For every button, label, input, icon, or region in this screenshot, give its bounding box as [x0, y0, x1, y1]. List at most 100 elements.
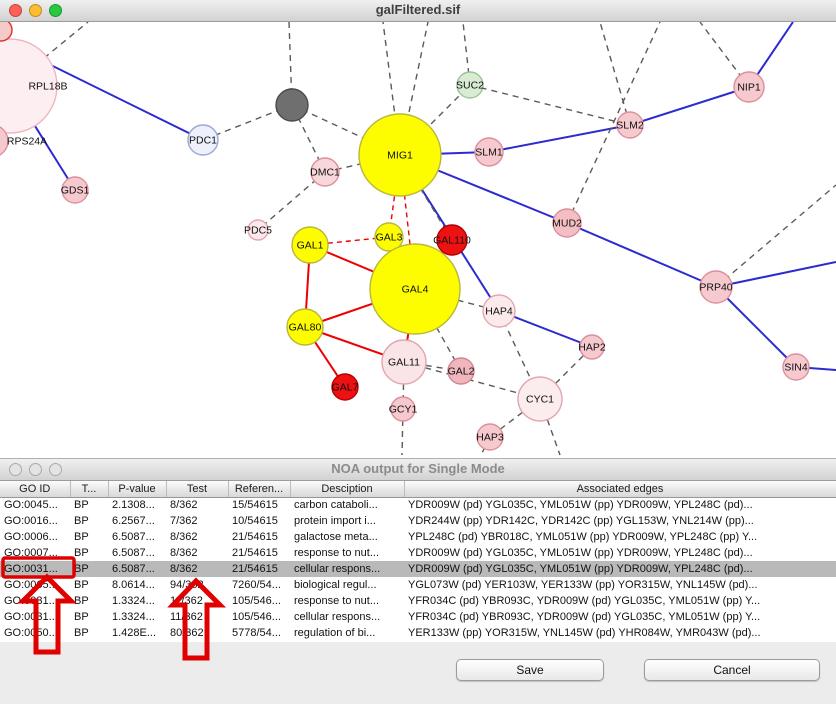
column-header[interactable]: Referen... [228, 481, 291, 498]
network-window-titlebar[interactable]: galFiltered.sif [0, 0, 836, 22]
graph-node-dark1[interactable] [275, 88, 309, 122]
table-cell: YGL073W (pd) YER103W, YER133W (pp) YOR31… [408, 579, 758, 591]
table-cell: response to nut... [294, 595, 379, 607]
graph-node-gal110[interactable] [436, 224, 468, 256]
graph-edge[interactable] [715, 261, 836, 288]
column-header[interactable]: Desciption [290, 481, 405, 498]
table-cell: YFR034C (pd) YBR093C, YDR009W (pd) YGL03… [408, 611, 761, 623]
save-button[interactable]: Save [456, 659, 604, 681]
table-cell: YDR009W (pd) YGL035C, YML051W (pp) YDR00… [408, 499, 753, 512]
graph-node-label-gal80: GAL80 [289, 322, 322, 334]
graph-node-gcy1[interactable] [390, 396, 416, 422]
minimize-button[interactable] [29, 463, 42, 476]
graph-node-label-mig1: MIG1 [387, 150, 413, 162]
zoom-button[interactable] [49, 463, 62, 476]
graph-node-rps24a[interactable] [0, 125, 9, 157]
graph-node-gal11[interactable] [381, 339, 427, 385]
graph-node-gal2[interactable] [447, 357, 475, 385]
graph-node-mig1[interactable] [358, 113, 442, 197]
graph-node-prp40[interactable] [699, 270, 733, 304]
noa-window-titlebar[interactable]: NOA output for Single Mode [0, 459, 836, 481]
table-cell: 21/54615 [232, 531, 278, 543]
table-cell: YFR034C (pd) YBR093C, YDR009W (pd) YGL03… [408, 595, 761, 607]
graph-node-label-slm2: SLM2 [616, 120, 644, 132]
table-cell: GO:0016... [4, 515, 58, 527]
column-header[interactable]: P-value [108, 481, 167, 498]
window-controls [9, 463, 62, 476]
graph-node-gal3[interactable] [374, 222, 404, 252]
cancel-button[interactable]: Cancel [644, 659, 820, 681]
graph-node-nip1[interactable] [733, 71, 765, 103]
graph-node-gal7[interactable] [331, 373, 359, 401]
graph-node-dmc1[interactable] [310, 157, 340, 187]
table-cell: 6.5087... [112, 547, 155, 559]
column-header[interactable]: GO ID [0, 481, 71, 498]
graph-edge[interactable] [566, 222, 717, 288]
graph-node-slm2[interactable] [616, 111, 644, 139]
network-graph: RPL18BRPS24AGDS1PDC1DMC1MIG1SUC2SLM1SLM2… [0, 22, 836, 456]
table-cell: 105/546... [232, 595, 281, 607]
graph-node-label-dmc1: DMC1 [310, 167, 340, 179]
graph-node-mud2[interactable] [552, 208, 582, 238]
table-cell: GO:0007... [4, 547, 58, 559]
graph-edge[interactable] [403, 361, 541, 400]
window-title: galFiltered.sif [375, 2, 461, 17]
graph-edge[interactable] [401, 408, 404, 456]
graph-edge[interactable] [402, 361, 405, 410]
table-cell: 80/362 [170, 627, 204, 639]
graph-node-label-nip1: NIP1 [737, 82, 761, 94]
graph-edge[interactable] [599, 22, 631, 126]
graph-node-pdc5[interactable] [247, 219, 269, 241]
table-cell: 94/362 [170, 579, 204, 591]
graph-node-hap4[interactable] [482, 294, 516, 328]
graph-node-gal80[interactable] [286, 308, 324, 346]
column-header[interactable]: Test [166, 481, 229, 498]
graph-node-hap3[interactable] [476, 423, 504, 451]
column-header[interactable]: Associated edges [404, 481, 836, 498]
graph-node-hap2[interactable] [579, 334, 605, 360]
graph-node-label-suc2: SUC2 [456, 80, 484, 92]
zoom-button[interactable] [49, 4, 62, 17]
graph-node-label-gal4: GAL4 [402, 284, 429, 296]
close-button[interactable] [9, 4, 22, 17]
graph-node-gal1[interactable] [291, 226, 329, 264]
graph-node-slm1[interactable] [474, 137, 504, 167]
table-cell: 1.3324... [112, 611, 155, 623]
column-header[interactable]: T... [70, 481, 109, 498]
graph-edge[interactable] [715, 286, 797, 368]
graph-node-gds1[interactable] [61, 176, 89, 204]
graph-node-rednode[interactable] [0, 22, 13, 42]
graph-node-sin4[interactable] [782, 353, 810, 381]
graph-node-cyc1[interactable] [517, 376, 563, 422]
graph-node-gal4[interactable] [369, 243, 461, 335]
table-cell: GO:0050... [4, 627, 58, 639]
table-cell: 1.428E... [112, 627, 157, 639]
graph-edge[interactable] [566, 22, 661, 224]
graph-edge[interactable] [715, 184, 836, 288]
graph-node-rpl18b[interactable] [0, 38, 58, 134]
close-button[interactable] [9, 463, 22, 476]
minimize-button[interactable] [29, 4, 42, 17]
graph-node-suc2[interactable] [456, 71, 484, 99]
graph-edge[interactable] [257, 171, 326, 231]
graph-edge[interactable] [629, 86, 750, 126]
graph-edge[interactable] [488, 124, 631, 153]
graph-node-pdc1[interactable] [187, 124, 219, 156]
graph-edge[interactable] [469, 84, 631, 126]
graph-edge[interactable] [399, 154, 453, 241]
graph-edge[interactable] [539, 398, 561, 456]
graph-node-label-gal7: GAL7 [332, 382, 359, 394]
table-cell: 7/362 [170, 515, 198, 527]
graph-node-label-cyc1: CYC1 [526, 394, 554, 406]
